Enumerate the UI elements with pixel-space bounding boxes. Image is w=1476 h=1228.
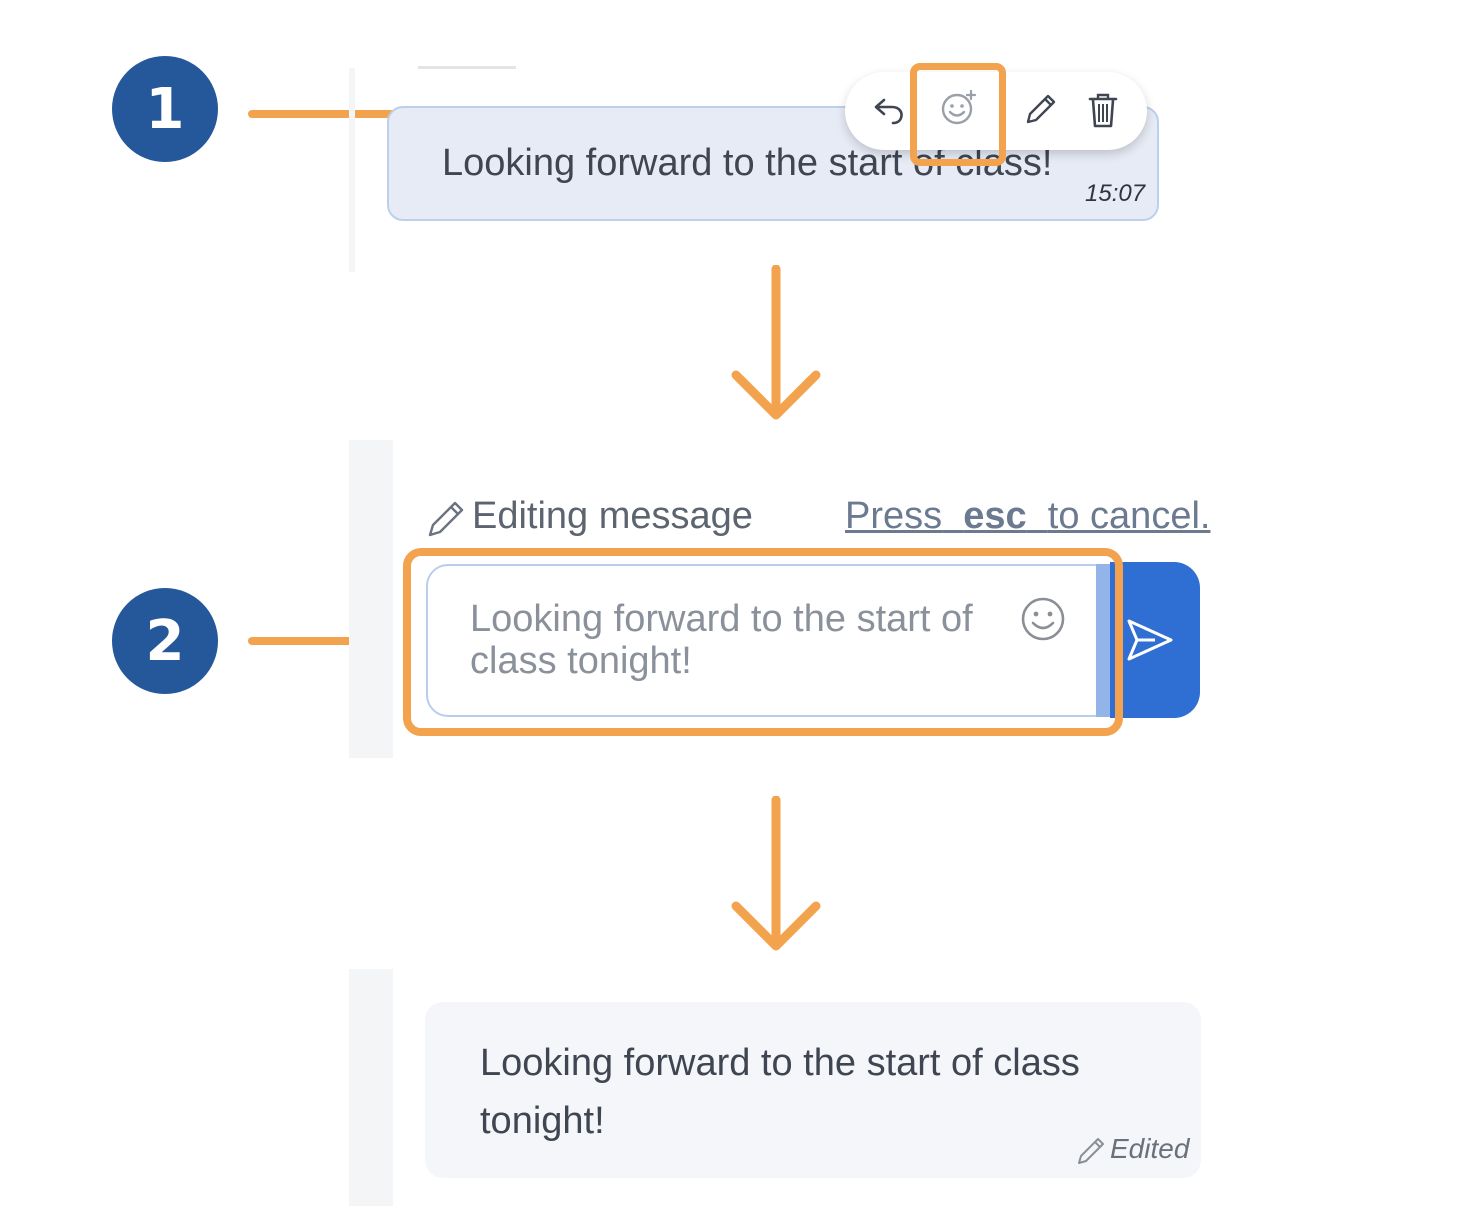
cancel-suffix: to cancel. xyxy=(1047,495,1211,537)
smiley-icon[interactable] xyxy=(1018,594,1068,644)
editing-pencil-icon xyxy=(428,501,464,537)
pencil-icon[interactable] xyxy=(1020,90,1060,130)
top-divider xyxy=(418,66,516,69)
edited-label: Edited xyxy=(1110,1133,1190,1164)
message-edit-value[interactable]: Looking forward to the start of class to… xyxy=(470,598,973,682)
edited-pencil-icon xyxy=(1078,1138,1104,1164)
input-scrollbar[interactable] xyxy=(1096,564,1110,717)
send-icon xyxy=(1127,619,1173,661)
message-action-toolbar xyxy=(845,72,1147,150)
thread-strip-1 xyxy=(349,68,355,272)
step-2-badge: 2 xyxy=(112,588,218,694)
down-arrow-icon xyxy=(731,796,821,951)
thread-strip-3 xyxy=(349,969,393,1206)
edited-message-text: Looking forward to the start of class to… xyxy=(480,1042,1080,1142)
step-2-connector xyxy=(248,637,390,645)
trash-icon[interactable] xyxy=(1083,90,1123,130)
cancel-edit-hint[interactable]: Press esc to cancel. xyxy=(845,495,1210,538)
input-highlight xyxy=(403,548,1123,736)
step-1-badge: 1 xyxy=(112,56,218,162)
message-edit-input[interactable] xyxy=(426,564,1116,717)
message-timestamp: 15:07 xyxy=(1085,180,1146,207)
thread-strip-2 xyxy=(349,440,393,758)
add-reaction-icon[interactable] xyxy=(938,88,978,128)
down-arrow-icon xyxy=(731,265,821,420)
original-message-bubble xyxy=(387,106,1159,221)
cancel-prefix: Press xyxy=(845,495,943,537)
esc-key: esc xyxy=(963,495,1027,537)
reply-icon[interactable] xyxy=(870,90,910,130)
edited-message-bubble xyxy=(425,1002,1201,1178)
reaction-highlight xyxy=(910,63,1006,166)
editing-message-label: Editing message xyxy=(472,495,753,537)
